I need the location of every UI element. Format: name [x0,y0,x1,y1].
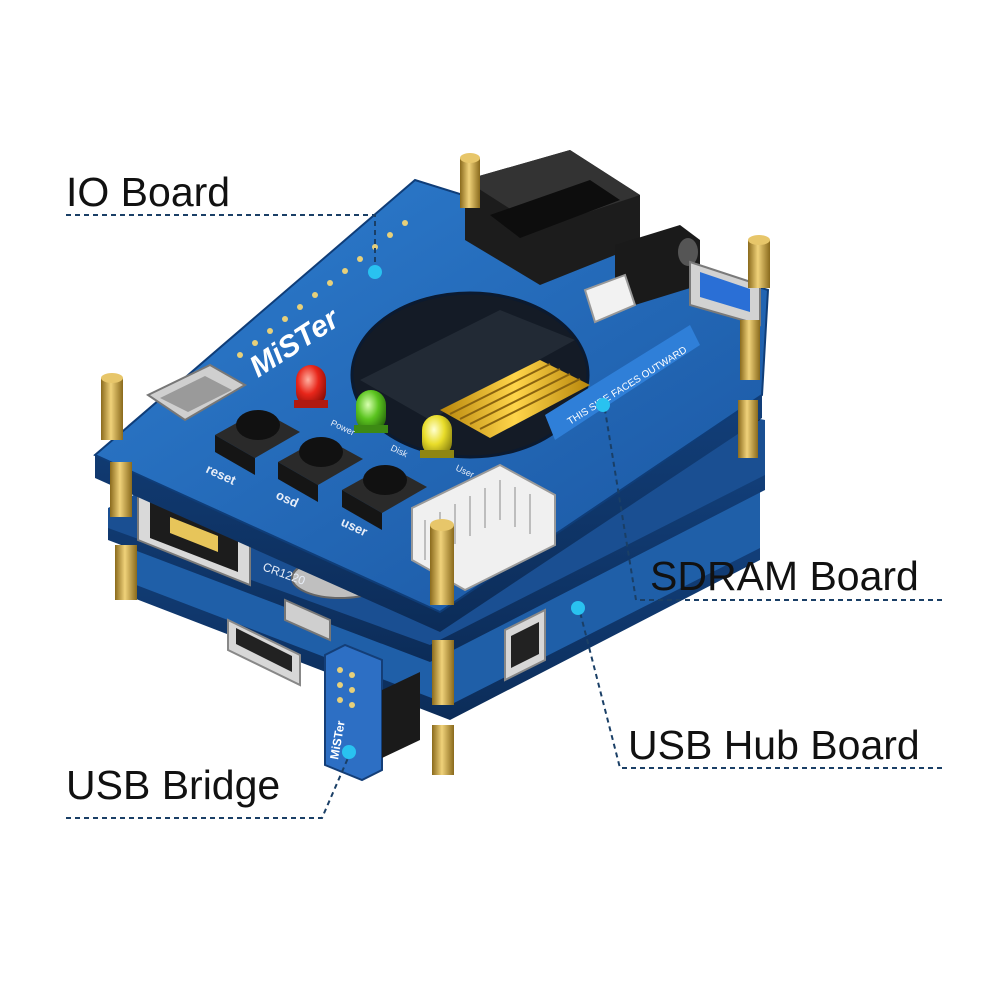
callout-bridge-dot [342,745,356,759]
osd-button[interactable] [278,437,363,502]
brass-standoff [430,519,454,775]
reset-button[interactable] [215,410,300,475]
sd-card-slot [146,363,247,422]
led-yellow [420,415,454,458]
user-button[interactable] [342,465,427,530]
io-board: reset osd user Power Disk User MiSTer [93,150,770,632]
usb-port [689,260,761,327]
callout-hub-dot [571,601,585,615]
callout-sdram-leader [604,409,942,601]
callout-usb-bridge: USB Bridge [66,762,281,808]
mini-usb-port [284,598,331,642]
brass-standoff [738,235,770,458]
callout-sdram-dot [596,398,610,412]
callout-bridge-leader [66,757,349,819]
gpio-pads [237,220,408,358]
fan-connector [583,273,637,324]
vga-connector [465,150,640,285]
led-red [294,365,328,408]
callout-io-board: IO Board [66,169,231,215]
callout-io-leader [66,214,376,270]
brass-standoff [460,153,480,208]
led-green [354,390,388,433]
usb-port [227,618,301,687]
callout-io-dot [368,265,382,279]
heatsink [440,360,590,438]
usb-port [504,608,546,682]
callout-usb-hub-board: USB Hub Board [628,722,920,768]
audio-jack [615,225,700,305]
callout-sdram-board: SDRAM Board [650,553,919,599]
brass-standoff [101,373,137,600]
usb-bridge: MiSTer [324,643,420,782]
